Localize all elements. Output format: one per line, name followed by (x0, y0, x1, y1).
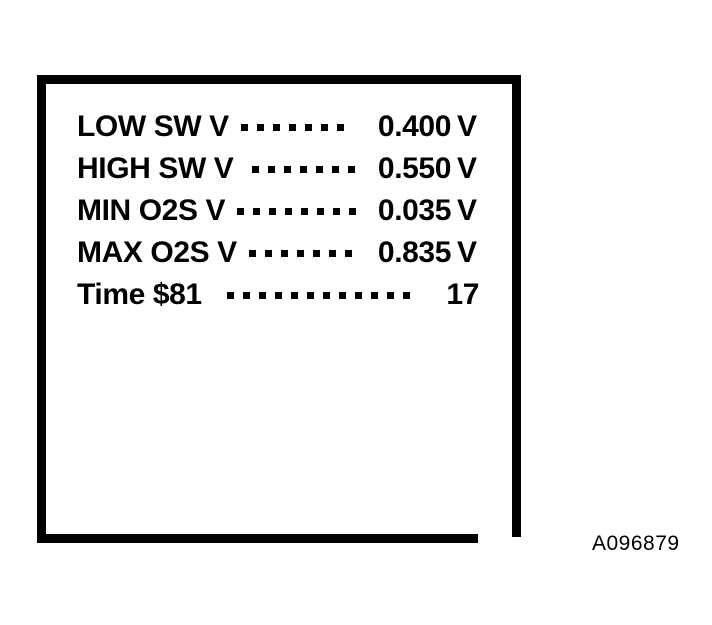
readout-value: 17 (446, 278, 479, 311)
leader-dot (257, 123, 264, 131)
readout-row: MAX O2S V 0.835 V (77, 238, 497, 280)
readout-label: HIGH SW V (77, 152, 234, 185)
readout-row: HIGH SW V 0.550 V (77, 154, 497, 196)
leader-dot (329, 249, 336, 257)
display-panel: LOW SW V 0.400 V HIGH SW V 0.550 V MIN O… (37, 75, 521, 543)
leader-dots (237, 196, 356, 226)
leader-dot (285, 207, 292, 215)
leader-dot (321, 123, 328, 131)
leader-dot (337, 123, 344, 131)
leader-dot (284, 165, 291, 173)
readout-row: LOW SW V 0.400 V (77, 112, 497, 154)
readout-unit: V (457, 194, 478, 227)
leader-dot (227, 291, 234, 299)
readout-unit: V (457, 152, 478, 185)
leader-dot (339, 291, 346, 299)
leader-dot (281, 249, 288, 257)
leader-dot (332, 165, 339, 173)
readout-unit: V (457, 236, 478, 269)
leader-dot (259, 291, 266, 299)
leader-dot (252, 165, 259, 173)
leader-dot (317, 207, 324, 215)
leader-dot (237, 207, 244, 215)
leader-dot (307, 291, 314, 299)
readout-row: Time $81 17 (77, 280, 497, 322)
panel-border-top (37, 75, 521, 84)
leader-dot (333, 207, 340, 215)
leader-dot (316, 165, 323, 173)
readout-value: 0.550 (377, 152, 451, 185)
leader-dots (252, 154, 355, 184)
readout-value: 0.035 (377, 194, 451, 227)
leader-dot (323, 291, 330, 299)
leader-dot (300, 165, 307, 173)
leader-dot (291, 291, 298, 299)
leader-dots (241, 112, 344, 142)
leader-dots (249, 238, 352, 268)
leader-dot (265, 249, 272, 257)
leader-dot (403, 291, 410, 299)
leader-dot (387, 291, 394, 299)
readout-unit: V (457, 110, 478, 143)
readout-row: MIN O2S V 0.035 V (77, 196, 497, 238)
leader-dot (241, 123, 248, 131)
readout-value: 0.400 (377, 110, 451, 143)
leader-dot (275, 291, 282, 299)
leader-dot (313, 249, 320, 257)
readout-label: MAX O2S V (77, 236, 237, 269)
readout-label: Time $81 (77, 278, 202, 311)
leader-dot (297, 249, 304, 257)
leader-dot (243, 291, 250, 299)
leader-dot (268, 165, 275, 173)
leader-dot (301, 207, 308, 215)
panel-border-right (512, 75, 521, 537)
panel-border-bottom (37, 534, 478, 543)
leader-dot (289, 123, 296, 131)
leader-dots (227, 280, 410, 310)
readout-label: LOW SW V (77, 110, 229, 143)
leader-dot (355, 291, 362, 299)
leader-dot (349, 207, 356, 215)
figure-reference-code: A096879 (592, 532, 680, 555)
leader-dot (269, 207, 276, 215)
leader-dot (305, 123, 312, 131)
leader-dot (348, 165, 355, 173)
panel-border-left (37, 75, 46, 543)
leader-dot (273, 123, 280, 131)
leader-dot (249, 249, 256, 257)
readout-list: LOW SW V 0.400 V HIGH SW V 0.550 V MIN O… (77, 112, 497, 322)
leader-dot (253, 207, 260, 215)
readout-label: MIN O2S V (77, 194, 226, 227)
readout-value: 0.835 (377, 236, 451, 269)
leader-dot (345, 249, 352, 257)
leader-dot (371, 291, 378, 299)
